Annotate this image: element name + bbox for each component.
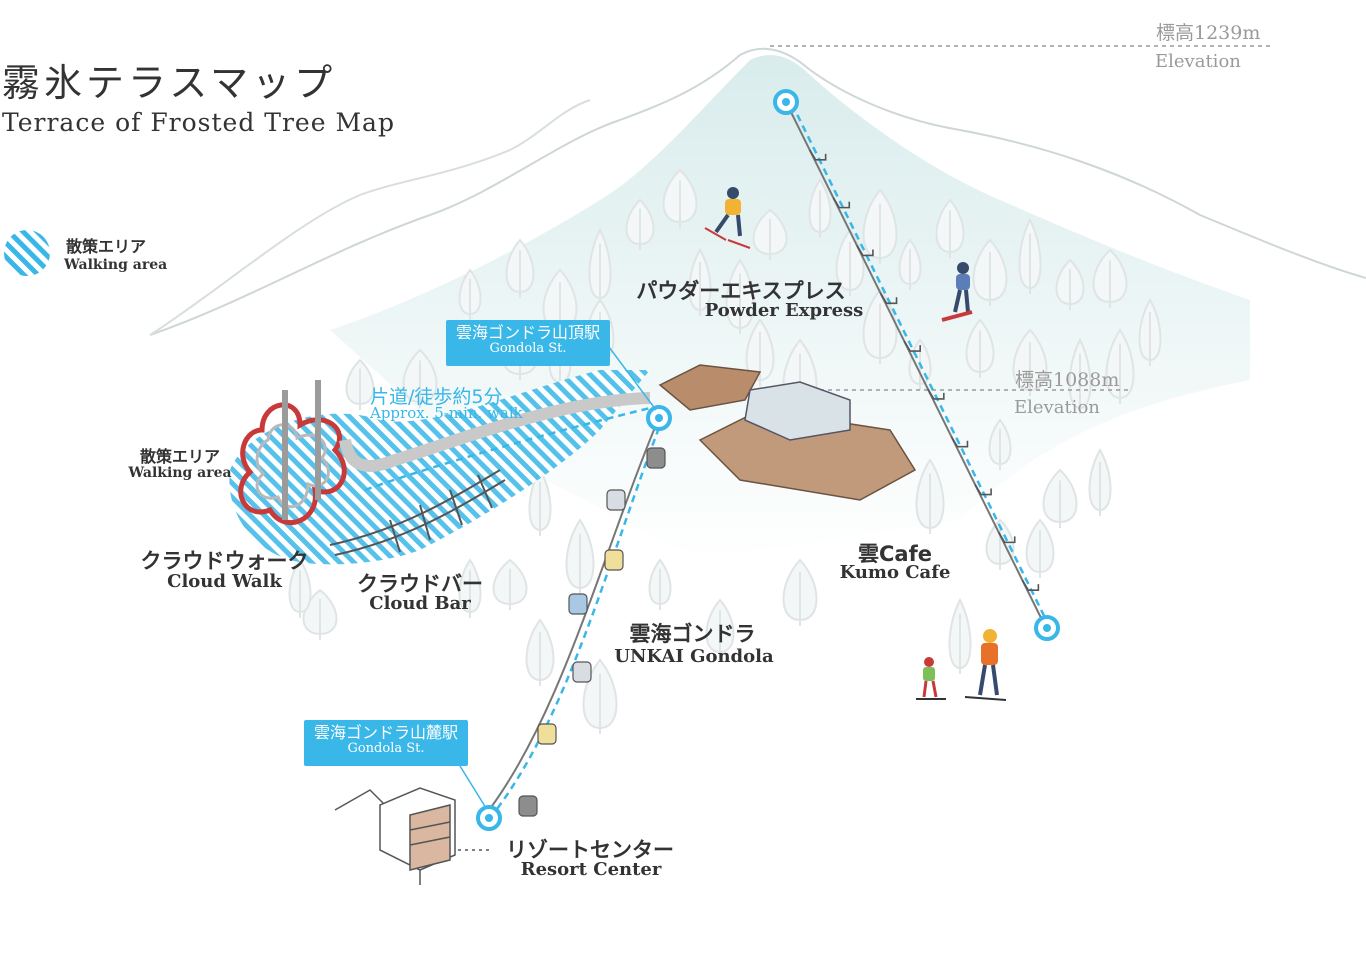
cloud-walk-label-en[interactable]: Cloud Walk bbox=[167, 571, 282, 592]
legend-walking-area-swatch bbox=[4, 230, 50, 276]
terrace-elevation-label: Elevation bbox=[1014, 397, 1100, 418]
gondola-cabin bbox=[568, 593, 588, 615]
map-subtitle: Terrace of Frosted Tree Map bbox=[2, 108, 395, 137]
kumo-cafe-label-ja[interactable]: 雲Cafe bbox=[858, 542, 932, 566]
walking-area-label-ja: 散策エリア bbox=[139, 447, 220, 466]
walk-time-en: Approx. 5-min. walk bbox=[370, 404, 523, 422]
powder-express-label-ja[interactable]: パウダーエキスプレス bbox=[636, 279, 846, 303]
lift-chairs bbox=[808, 149, 1040, 591]
unkai-gondola-label-ja[interactable]: 雲海ゴンドラ bbox=[629, 622, 756, 646]
unkai-gondola-label-en[interactable]: UNKAI Gondola bbox=[614, 646, 774, 667]
powder-express-label-en[interactable]: Powder Express bbox=[704, 300, 864, 321]
kumo-cafe-label-en[interactable]: Kumo Cafe bbox=[839, 562, 951, 583]
gondola-top-station-label[interactable]: 雲海ゴンドラ山頂駅 Gondola St. bbox=[446, 320, 610, 366]
lift-chair bbox=[974, 484, 992, 496]
skier-family bbox=[916, 629, 1007, 701]
cloud-walk-structure bbox=[238, 380, 347, 525]
resort-center-label-en[interactable]: Resort Center bbox=[520, 859, 662, 880]
lift-chair bbox=[808, 149, 827, 161]
gondola-route bbox=[489, 419, 664, 819]
background-ridge bbox=[149, 47, 1366, 336]
gondola-cabin bbox=[606, 489, 626, 511]
walking-area-label-en: Walking area bbox=[128, 465, 232, 481]
gondola-cabin bbox=[572, 661, 592, 683]
gondola-cabin bbox=[604, 549, 624, 571]
lift-chair bbox=[903, 340, 921, 352]
summit-buildings bbox=[658, 364, 917, 501]
map-title: 霧氷テラスマップ bbox=[2, 61, 337, 105]
gondola-cable bbox=[482, 419, 659, 819]
gondola-cabin bbox=[518, 795, 538, 817]
gondola-cabin bbox=[646, 447, 666, 469]
lift-chair bbox=[832, 197, 851, 209]
lift-chair bbox=[1021, 579, 1040, 591]
cloud-bar-structure bbox=[329, 469, 506, 556]
walkway-path bbox=[339, 392, 651, 472]
walk-time-ja: 片道/徒歩約5分 bbox=[370, 386, 503, 408]
snowboarder bbox=[941, 262, 973, 322]
frosted-trees bbox=[288, 168, 1162, 734]
gondola-cabins bbox=[518, 447, 666, 817]
powder-express-route bbox=[790, 103, 1054, 633]
gondola-top-station-ja: 雲海ゴンドラ山頂駅 bbox=[455, 323, 600, 342]
cloud-walk-label-ja[interactable]: クラウドウォーク bbox=[140, 549, 309, 573]
gondola-base-station-en: Gondola St. bbox=[347, 740, 425, 756]
lift-chair bbox=[950, 436, 969, 448]
lift-chair bbox=[879, 292, 898, 305]
summit-elevation-value: 標高1239m bbox=[1156, 22, 1261, 44]
station-marker-gondola-top bbox=[646, 405, 672, 431]
skier-top-left bbox=[704, 187, 751, 249]
station-marker-gondola-base bbox=[476, 805, 502, 831]
lift-chair bbox=[998, 531, 1016, 544]
resort-center-label-ja[interactable]: リゾートセンター bbox=[506, 838, 674, 862]
summit-elevation-label: Elevation bbox=[1155, 51, 1241, 72]
station-marker-powder-bottom bbox=[1034, 615, 1060, 641]
terrace-elevation-value: 標高1088m bbox=[1015, 369, 1120, 391]
station-marker-powder-top bbox=[773, 89, 799, 115]
background-ridge-left bbox=[149, 99, 591, 336]
gondola-base-station-ja: 雲海ゴンドラ山麓駅 bbox=[313, 723, 458, 742]
gondola-cabin bbox=[537, 723, 557, 745]
legend-label-en: Walking area bbox=[64, 257, 168, 273]
lift-chair bbox=[927, 388, 945, 400]
legend-label-ja: 散策エリア bbox=[66, 237, 147, 256]
walk-route bbox=[364, 406, 651, 492]
resort-center-building bbox=[334, 787, 456, 885]
cloud-bar-label-ja[interactable]: クラウドバー bbox=[357, 572, 483, 596]
gondola-top-station-en: Gondola St. bbox=[489, 340, 567, 356]
lift-chair bbox=[856, 245, 874, 257]
cloud-bar-label-en[interactable]: Cloud Bar bbox=[369, 593, 471, 614]
gondola-base-station-label[interactable]: 雲海ゴンドラ山麓駅 Gondola St. bbox=[304, 720, 468, 766]
